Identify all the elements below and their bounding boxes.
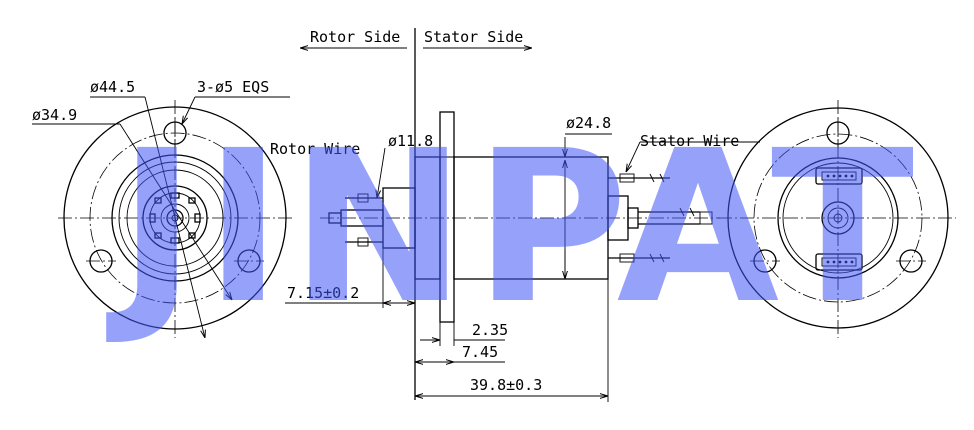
label-rotor-wire: Rotor Wire: [270, 140, 360, 158]
leader-dia-44-5: [144, 96, 205, 338]
left-wire-pins: [149, 192, 201, 244]
left-ring-3: [126, 169, 224, 267]
label-holes: 3-ø5 EQS: [197, 78, 269, 96]
label-dia-11-8: ø11.8: [388, 132, 433, 150]
label-rotor-side: Rotor Side: [310, 28, 400, 46]
label-dim-7-15: 7.15±0.2: [287, 284, 359, 302]
left-bolt-circle: [89, 132, 261, 304]
label-dim-39-8: 39.8±0.3: [470, 376, 542, 394]
left-shaft-center: [171, 214, 179, 222]
right-connector-bottom: [815, 253, 863, 271]
leader-dia-34-9: [119, 123, 232, 300]
label-dia-24-8: ø24.8: [566, 114, 611, 132]
label-dia-44-5: ø44.5: [90, 78, 135, 96]
watermark: JINPAT: [106, 105, 922, 350]
left-flange-outer: [63, 106, 287, 330]
left-body-ring: [111, 154, 239, 282]
right-body-ring: [777, 157, 899, 279]
label-dim-2-35: 2.35: [472, 321, 508, 339]
label-stator-side: Stator Side: [424, 28, 523, 46]
left-end-view: ø44.5 3-ø5 EQS ø34.9: [32, 78, 292, 338]
stator-wires: [608, 141, 760, 263]
left-ring-2: [118, 161, 232, 275]
left-rotor-ring: [142, 185, 208, 251]
rotor-wires: [328, 147, 386, 247]
right-connector-center: [833, 213, 843, 223]
right-bolt-circle: [753, 133, 923, 303]
right-flange-outer: [727, 107, 949, 329]
label-dia-34-9: ø34.9: [32, 106, 77, 124]
left-shaft-outer: [160, 203, 190, 233]
right-connector-mid: [827, 207, 849, 229]
leader-holes: [182, 96, 196, 124]
right-end-view: [718, 100, 956, 338]
label-dim-7-45: 7.45: [462, 343, 498, 361]
right-connector-outer: [821, 201, 855, 235]
side-view: Rotor Side Stator Side: [270, 28, 760, 402]
connector: [627, 207, 639, 229]
right-connector-top: [815, 167, 863, 185]
right-body-inner: [782, 162, 894, 274]
label-stator-wire: Stator Wire: [640, 132, 739, 150]
